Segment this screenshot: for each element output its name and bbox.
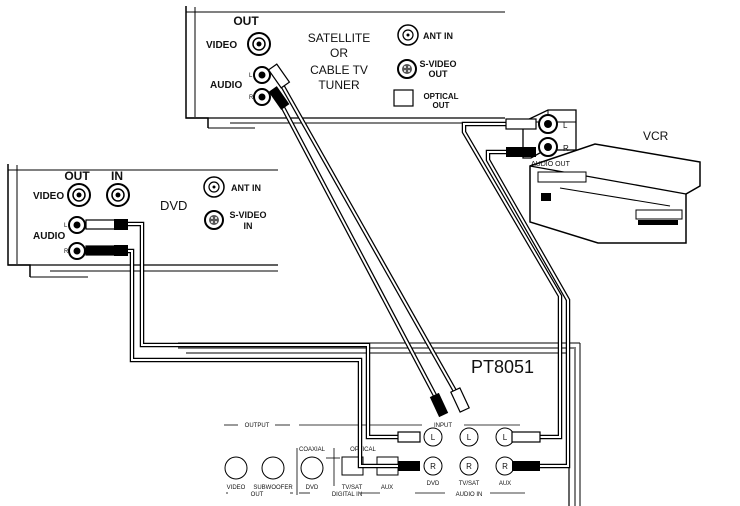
vcr-audio-r-label: R <box>563 144 569 153</box>
sat-audio-l-label: L <box>249 73 253 79</box>
receiver-optical-tvsat-label: TV/SAT <box>342 485 363 491</box>
dvd-audio-r-jack <box>68 242 86 260</box>
sat-audio-r-jack <box>253 88 271 106</box>
receiver-subwoofer-out-jack <box>261 456 285 480</box>
dvd-svideo-jack <box>204 210 224 230</box>
sat-audio-label: AUDIO <box>210 80 242 91</box>
receiver-audio-in-aux-label: AUX <box>499 481 511 487</box>
sat-title-line2: OR <box>330 46 348 60</box>
sat-optical-out-port <box>393 89 414 107</box>
receiver-coaxial-dvd-label: DVD <box>306 485 319 491</box>
receiver-tvsat-l-label: L <box>467 433 472 442</box>
receiver-device <box>178 342 581 506</box>
sat-title-line3: CABLE TV <box>310 63 368 77</box>
receiver-input-label: INPUT <box>434 423 452 429</box>
receiver-audio-in-dvd-label: DVD <box>427 481 440 487</box>
receiver-aux-l-label: L <box>503 433 508 442</box>
sat-title-line4: TUNER <box>318 78 360 92</box>
vcr-audio-out-l-jack <box>538 114 558 134</box>
receiver-out-label: OUT <box>251 492 264 498</box>
receiver-audio-in-dvd-l-jack <box>423 427 443 447</box>
satellite-tuner-device: OUT VIDEO AUDIO L R SATELLITE OR CABLE T… <box>185 6 505 129</box>
sat-out-label: OUT <box>233 14 259 28</box>
dvd-audio-r-label: R <box>64 249 69 255</box>
cable-satellite-to-receiver <box>267 63 470 418</box>
dvd-ant-in-label: ANT IN <box>231 183 261 193</box>
dvd-svideo-label-line2: IN <box>244 221 253 231</box>
sat-optical-label-line2: OUT <box>433 101 450 110</box>
sat-audio-l-jack <box>253 66 271 84</box>
dvd-video-in-jack <box>106 183 130 207</box>
dvd-audio-label: AUDIO <box>33 231 65 242</box>
dvd-video-out-jack <box>67 183 91 207</box>
sat-svideo-label-line1: S-VIDEO <box>419 59 456 69</box>
dvd-in-label: IN <box>111 169 123 183</box>
sat-svideo-jack <box>397 59 417 79</box>
cable-vcr-to-receiver <box>461 118 571 471</box>
dvd-ant-in-jack <box>203 176 225 198</box>
receiver-audio-in-tvsat-r-jack <box>459 456 479 476</box>
receiver-audio-in-label: AUDIO IN <box>456 492 483 498</box>
receiver-subwoofer-label: SUBWOOFER <box>253 485 293 491</box>
receiver-aux-r-label: R <box>502 462 508 471</box>
receiver-video-label: VIDEO <box>227 485 246 491</box>
vcr-audio-l-label: L <box>563 121 568 130</box>
sat-svideo-label-line2: OUT <box>429 69 449 79</box>
sat-video-out-jack <box>247 32 271 56</box>
dvd-title: DVD <box>160 198 187 213</box>
receiver-video-out-jack <box>224 456 248 480</box>
receiver-coaxial-in-jack <box>300 456 324 480</box>
dvd-video-label: VIDEO <box>33 191 64 202</box>
receiver-optical-label: OPTICAL <box>350 447 376 453</box>
receiver-audio-in-tvsat-l-jack <box>459 427 479 447</box>
receiver-audio-in-dvd-r-jack <box>423 456 443 476</box>
receiver-digital-in-label: DIGITAL IN <box>332 492 362 498</box>
cable-dvd-to-receiver <box>85 219 421 471</box>
vcr-audio-out-r-jack <box>538 137 558 157</box>
sat-optical-label-line1: OPTICAL <box>423 92 458 101</box>
dvd-out-label: OUT <box>64 169 90 183</box>
dvd-audio-l-jack <box>68 216 86 234</box>
sat-ant-in-label: ANT IN <box>423 31 453 41</box>
receiver-coaxial-label: COAXIAL <box>299 447 326 453</box>
receiver-output-label: OUTPUT <box>245 423 270 429</box>
vcr-title: VCR <box>643 129 669 143</box>
sat-title-line1: SATELLITE <box>308 31 370 45</box>
receiver-optical-aux-label: AUX <box>381 485 393 491</box>
vcr-audio-out-label: AUDIO OUT <box>531 161 571 168</box>
sat-video-label: VIDEO <box>206 40 237 51</box>
receiver-dvd-r-label: R <box>430 462 436 471</box>
receiver-tvsat-r-label: R <box>466 462 472 471</box>
receiver-dvd-l-label: L <box>431 433 436 442</box>
sat-audio-r-label: R <box>249 95 254 101</box>
receiver-model: PT8051 <box>471 357 534 377</box>
dvd-audio-l-label: L <box>64 223 68 229</box>
sat-ant-in-jack <box>397 24 419 46</box>
dvd-svideo-label-line1: S-VIDEO <box>229 210 266 220</box>
receiver-audio-in-tvsat-label: TV/SAT <box>459 481 480 487</box>
